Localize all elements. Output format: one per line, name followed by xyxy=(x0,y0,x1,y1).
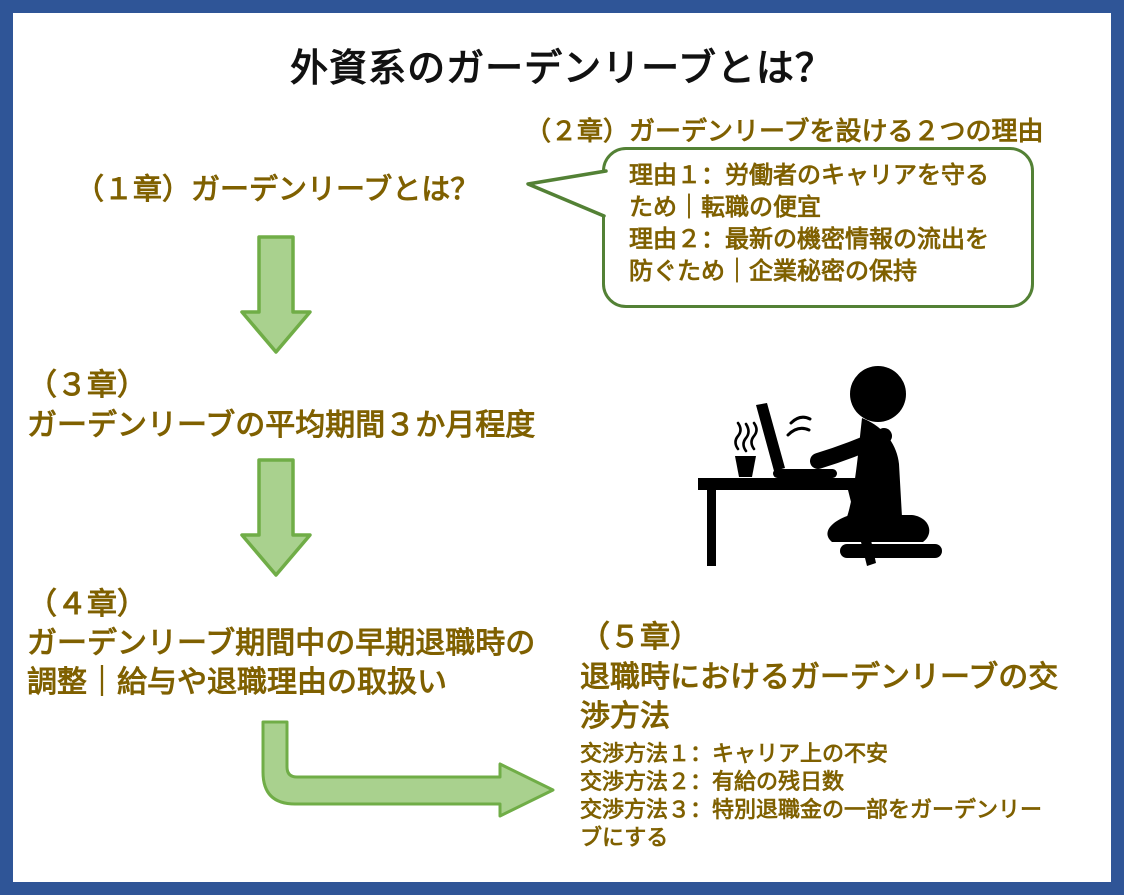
chapter4-body: ガーデンリーブ期間中の早期退職時の調整｜給与や退職理由の取扱い xyxy=(27,627,536,699)
elbow-arrow-right-icon xyxy=(261,720,555,818)
speech-bubble-text: 理由１：労働者のキャリアを守るため｜転職の便宜 理由２：最新の機密情報の流出を防… xyxy=(629,160,1001,288)
speech-bubble-tail-icon xyxy=(526,169,612,218)
person-working-icon xyxy=(698,366,942,566)
arrow-down-icon xyxy=(240,235,312,354)
negotiation-item: 交渉方法３：特別退職金の一部をガーデンリーブにする xyxy=(580,797,1043,850)
speech-bubble: 理由１：労働者のキャリアを守るため｜転職の便宜 理由２：最新の機密情報の流出を防… xyxy=(602,147,1034,308)
chapter5-block: （５章） 退職時におけるガーデンリーブの交渉方法 xyxy=(580,618,1070,736)
chapter3-block: （３章） ガーデンリーブの平均期間３か月程度 xyxy=(27,366,535,446)
chapter5-negotiation-list: 交渉方法１：キャリア上の不安 交渉方法２：有給の残日数 交渉方法３：特別退職金の… xyxy=(580,740,1052,852)
negotiation-item: 交渉方法２：有給の残日数 xyxy=(580,769,845,794)
arrow-down-icon xyxy=(240,458,312,577)
page-title: 外資系のガーデンリーブとは？ xyxy=(290,48,834,90)
chapter3-body: ガーデンリーブの平均期間３か月程度 xyxy=(27,409,536,442)
chapter4-block: （４章） ガーデンリーブ期間中の早期退職時の調整｜給与や退職理由の取扱い xyxy=(27,585,552,702)
chapter5-body: 退職時におけるガーデンリーブの交渉方法 xyxy=(580,661,1059,733)
chapter3-label: （３章） xyxy=(27,369,147,402)
chapter2-heading: （２章）ガーデンリーブを設ける２つの理由 xyxy=(525,116,1044,146)
chapter1-heading: （１章）ガーデンリーブとは？ xyxy=(75,174,480,206)
bubble-reason-1: 理由１：労働者のキャリアを守るため｜転職の便宜 xyxy=(629,162,989,221)
chapter4-label: （４章） xyxy=(27,588,147,621)
chapter5-label: （５章） xyxy=(580,621,700,654)
bubble-reason-2: 理由２：最新の機密情報の流出を防ぐため｜企業秘密の保持 xyxy=(629,226,989,285)
negotiation-item: 交渉方法１：キャリア上の不安 xyxy=(580,741,889,766)
